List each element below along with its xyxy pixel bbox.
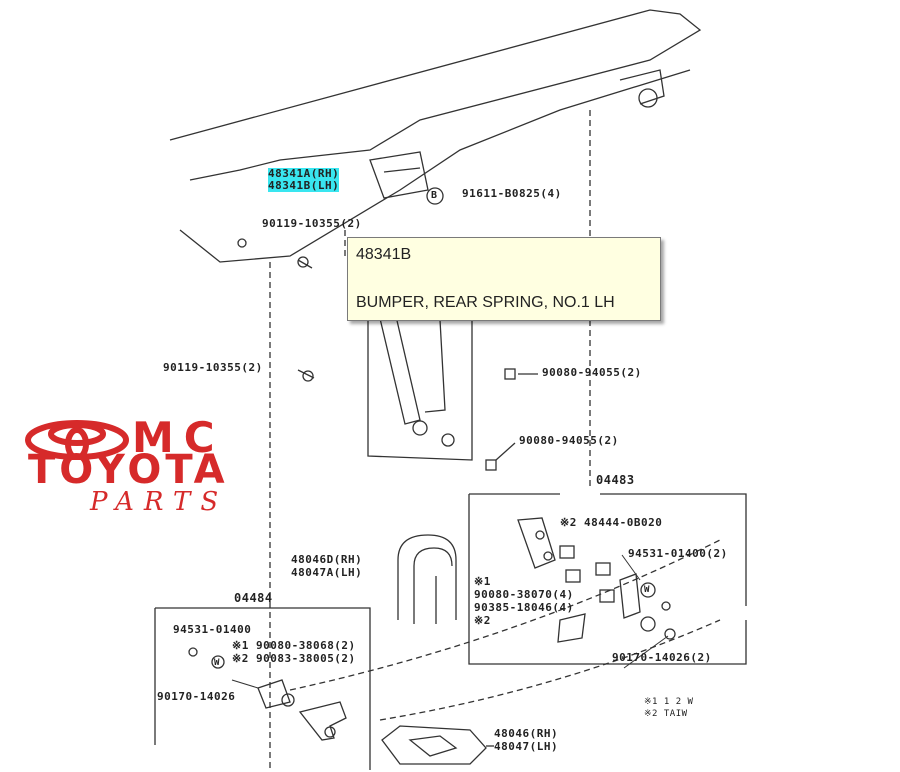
note-marker-1: ※1 <box>474 575 491 588</box>
front-hanger <box>298 701 347 741</box>
part-label-48341B[interactable]: 48341B(LH) <box>268 179 340 192</box>
group-label-04483[interactable]: 04483 <box>596 473 635 487</box>
part-label-90170-front[interactable]: 90170-14026 <box>157 690 236 703</box>
logo-line-2: TOYOTA <box>28 447 229 493</box>
shock-group-box <box>367 300 473 461</box>
part-label-48046[interactable]: 48046(RH) <box>494 727 559 740</box>
part-label-48047[interactable]: 48047(LH) <box>494 740 559 753</box>
circle-b-marker: B <box>431 190 438 201</box>
part-label-90119-lower[interactable]: 90119-10355(2) <box>163 361 263 374</box>
part-label-91611[interactable]: 91611-B0825(4) <box>462 187 562 200</box>
part-label-90083[interactable]: ※2 90083-38005(2) <box>232 652 356 665</box>
part-label-90080-lower[interactable]: 90080-94055(2) <box>519 434 619 447</box>
part-tooltip: 48341B BUMPER, REAR SPRING, NO.1 LH <box>347 237 661 321</box>
u-bolt <box>397 534 457 624</box>
frame-rail-lower <box>179 69 691 263</box>
washer-marker-front: W <box>214 658 220 668</box>
part-label-90080-38068[interactable]: ※1 90080-38068(2) <box>232 639 356 652</box>
frame-rail <box>169 9 702 181</box>
bushings <box>559 545 615 603</box>
part-label-48444[interactable]: ※2 48444-0B020 <box>560 516 663 529</box>
bolt-90119-upper <box>297 256 313 269</box>
part-label-90170-rear[interactable]: 90170-14026(2) <box>612 651 712 664</box>
part-label-94531-front[interactable]: 94531-01400 <box>173 623 252 636</box>
omc-toyota-parts-logo: MC TOYOTA PARTS <box>24 413 360 518</box>
tooltip-description: BUMPER, REAR SPRING, NO.1 LH <box>356 294 615 311</box>
shackle-plate <box>517 517 556 569</box>
logo-line-3: PARTS <box>90 487 229 517</box>
bumper-rear-spring <box>369 151 429 199</box>
part-label-90080-upper[interactable]: 90080-94055(2) <box>542 366 642 379</box>
part-label-90080-38070[interactable]: 90080-38070(4) <box>474 588 574 601</box>
guide-line <box>289 539 721 691</box>
part-label-94531-rear[interactable]: 94531-01400(2) <box>628 547 728 560</box>
part-label-48047A[interactable]: 48047A(LH) <box>291 566 363 579</box>
logo-line-1: MC <box>132 413 225 462</box>
front-bushing <box>188 647 295 709</box>
shackle-link <box>619 573 641 619</box>
bolt-90119-lower <box>297 369 315 382</box>
part-label-48341A[interactable]: 48341A(RH) <box>268 167 340 180</box>
toyota-emblem-icon <box>25 420 129 460</box>
group-label-04484[interactable]: 04484 <box>234 591 273 605</box>
shackle-group-box-04484 <box>155 607 371 770</box>
nut-90080-upper <box>504 368 516 380</box>
part-label-90385[interactable]: 90385-18046(4) <box>474 601 574 614</box>
shock-absorber <box>377 309 455 447</box>
tooltip-part-number: 48341B <box>356 246 412 263</box>
washer-marker: W <box>644 585 650 595</box>
spring-seat <box>381 725 487 765</box>
footnote-2: ※2 TAIW <box>644 709 688 719</box>
part-label-90119-upper[interactable]: 90119-10355(2) <box>262 217 362 230</box>
nut-90080-lower <box>485 459 497 471</box>
note-marker-2: ※2 <box>474 614 491 627</box>
footnote-1: ※1 1 2 W <box>644 697 694 707</box>
shackle-group-box-04483 <box>600 493 747 606</box>
part-label-48046D[interactable]: 48046D(RH) <box>291 553 363 566</box>
